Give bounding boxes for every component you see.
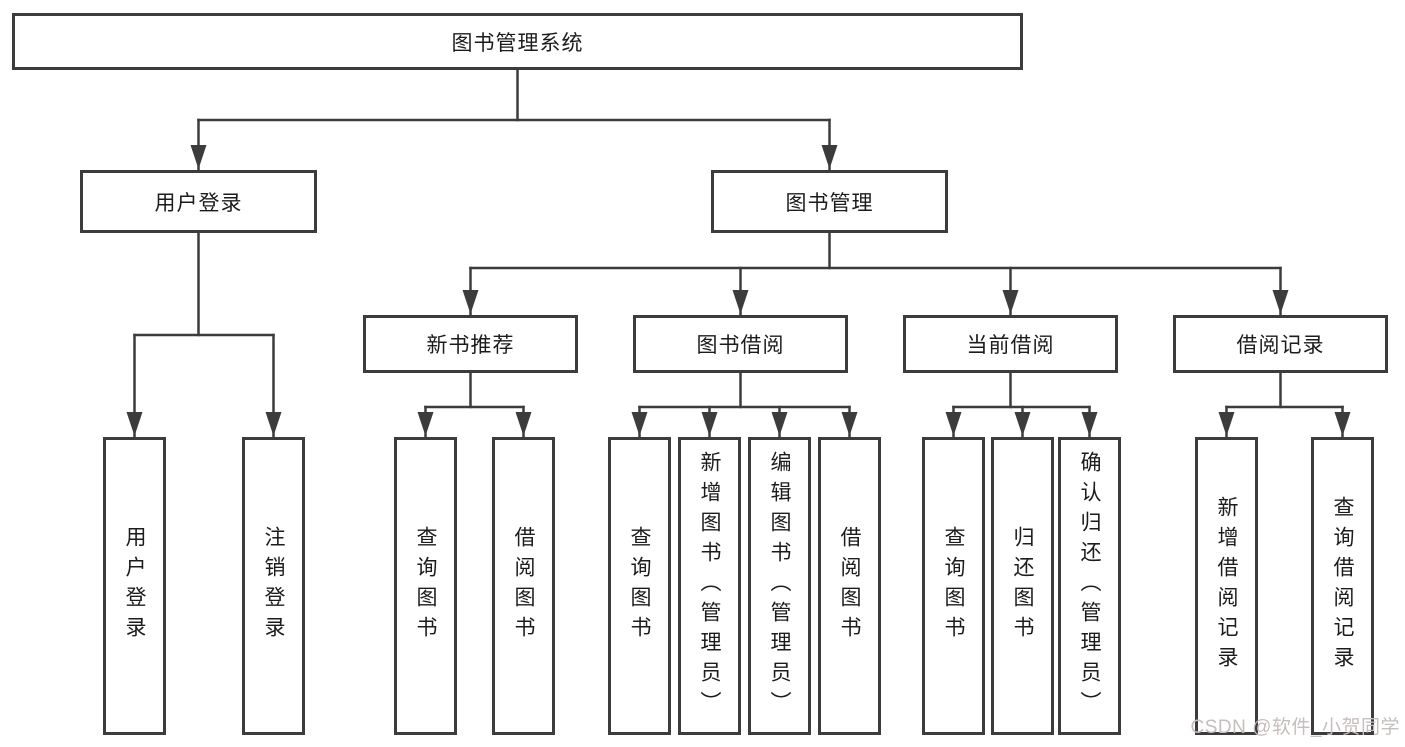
leaf-current-confirm-return-admin: 确认归还（管理员） [1058,437,1121,735]
leaf-label: 查询图书 [414,526,437,646]
leaf-label: 查询图书 [942,526,965,646]
node-label: 图书管理 [785,191,874,215]
leaf-current-query-books: 查询图书 [922,437,985,735]
connector-user-login-to-leaves [126,231,282,438]
leaf-newbook-query-books: 查询图书 [394,437,457,735]
node-book-borrow: 图书借阅 [633,315,848,373]
leaf-login-logout: 注销登录 [242,437,305,735]
node-label: 图书借阅 [696,334,785,357]
leaf-label: 查询借阅记录 [1331,496,1354,676]
leaf-record-add-record: 新增借阅记录 [1195,437,1258,735]
leaf-login-user-login: 用户登录 [103,437,166,735]
leaf-label: 借阅图书 [512,526,535,646]
leaf-label: 确认归还（管理员） [1078,451,1101,721]
connector-current-borrow-to-leaves [945,371,1098,438]
leaf-label: 注销登录 [262,526,285,646]
node-label: 新书推荐 [426,334,515,357]
leaf-borrow-borrow-books: 借阅图书 [818,437,881,735]
leaf-record-query-record: 查询借阅记录 [1311,437,1374,735]
leaf-borrow-add-books-admin: 新增图书（管理员） [678,437,741,735]
leaf-label: 新增图书（管理员） [698,451,721,721]
leaf-borrow-edit-books-admin: 编辑图书（管理员） [748,437,811,735]
node-label: 借阅记录 [1236,334,1325,357]
connector-book-management-to-level2 [462,231,1289,316]
leaf-label: 查询图书 [628,526,651,646]
node-borrow-record: 借阅记录 [1173,315,1388,373]
node-label: 用户登录 [154,191,243,215]
node-user-login: 用户登录 [80,170,317,233]
node-book-management: 图书管理 [711,170,948,233]
leaf-current-return-books: 归还图书 [991,437,1054,735]
csdn-watermark: CSDN @软件_小贺同学 [1190,717,1400,738]
leaf-label: 借阅图书 [838,526,861,646]
leaf-label: 编辑图书（管理员） [768,451,791,721]
connector-book-borrow-to-leaves [631,371,858,438]
node-label: 当前借阅 [966,334,1055,357]
leaf-label: 用户登录 [123,526,146,646]
leaf-label: 归还图书 [1011,526,1034,646]
node-current-borrow: 当前借阅 [903,315,1118,373]
node-new-book-recommend: 新书推荐 [363,315,578,373]
connector-new-book-to-leaves [417,371,532,438]
connector-root-to-level1 [190,67,838,171]
node-library-management-system: 图书管理系统 [12,13,1023,70]
leaf-label: 新增借阅记录 [1215,496,1238,676]
leaf-borrow-query-books: 查询图书 [608,437,671,735]
node-label: 图书管理系统 [451,31,584,55]
connector-borrow-record-to-leaves [1218,371,1351,438]
leaf-newbook-borrow-books: 借阅图书 [492,437,555,735]
